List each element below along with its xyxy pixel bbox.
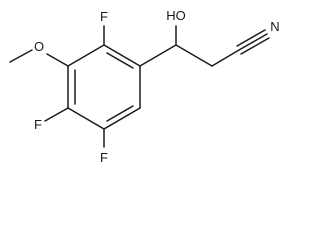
atom-f-bottom: F: [100, 150, 108, 165]
ring-bond-4: [67, 107, 105, 130]
bond-choh-ch2: [175, 44, 213, 67]
ring-bond-1: [103, 44, 141, 67]
ring-bond-6: [67, 44, 105, 67]
bond-ring-choh: [139, 44, 177, 67]
bond-c3-o: [46, 53, 69, 67]
benzene-ring: [67, 44, 141, 130]
ring-double-1: [106, 52, 134, 69]
atom-methoxy-o: O: [34, 39, 44, 54]
bond-ch2-cn: [211, 49, 240, 67]
atom-f-left: F: [34, 117, 42, 132]
triple-bond-line-3: [240, 37, 270, 55]
atom-f-top: F: [100, 9, 108, 24]
ring-double-2: [106, 105, 134, 122]
triple-bond-line-2: [236, 29, 266, 47]
nitrile-triple-bond: [236, 29, 270, 55]
atom-nitrile-n: N: [270, 19, 279, 34]
ring-bond-3: [103, 107, 141, 130]
structure-diagram: F HO N O F F: [9, 8, 280, 165]
bond-c4-f: [44, 107, 69, 122]
atom-hydroxyl: HO: [166, 8, 186, 23]
triple-bond-line-1: [238, 33, 268, 51]
bond-o-methyl: [9, 49, 33, 63]
